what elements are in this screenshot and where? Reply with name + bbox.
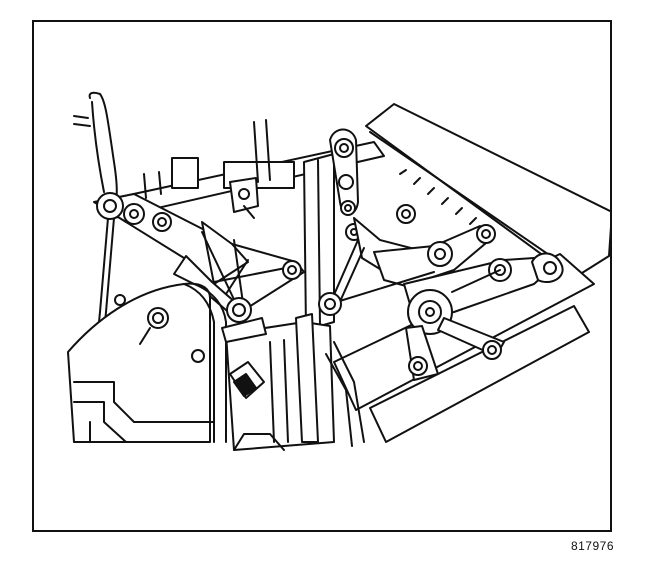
mechanism-illustration xyxy=(67,91,610,451)
lower-left-housing xyxy=(67,282,227,443)
figure-number: 817976 xyxy=(570,539,614,553)
left-bellcrank xyxy=(93,192,305,323)
center-actuator-box xyxy=(221,313,365,451)
right-bellcrank xyxy=(318,224,564,381)
figure-frame xyxy=(32,20,612,532)
top-connector-bracket xyxy=(229,177,259,219)
